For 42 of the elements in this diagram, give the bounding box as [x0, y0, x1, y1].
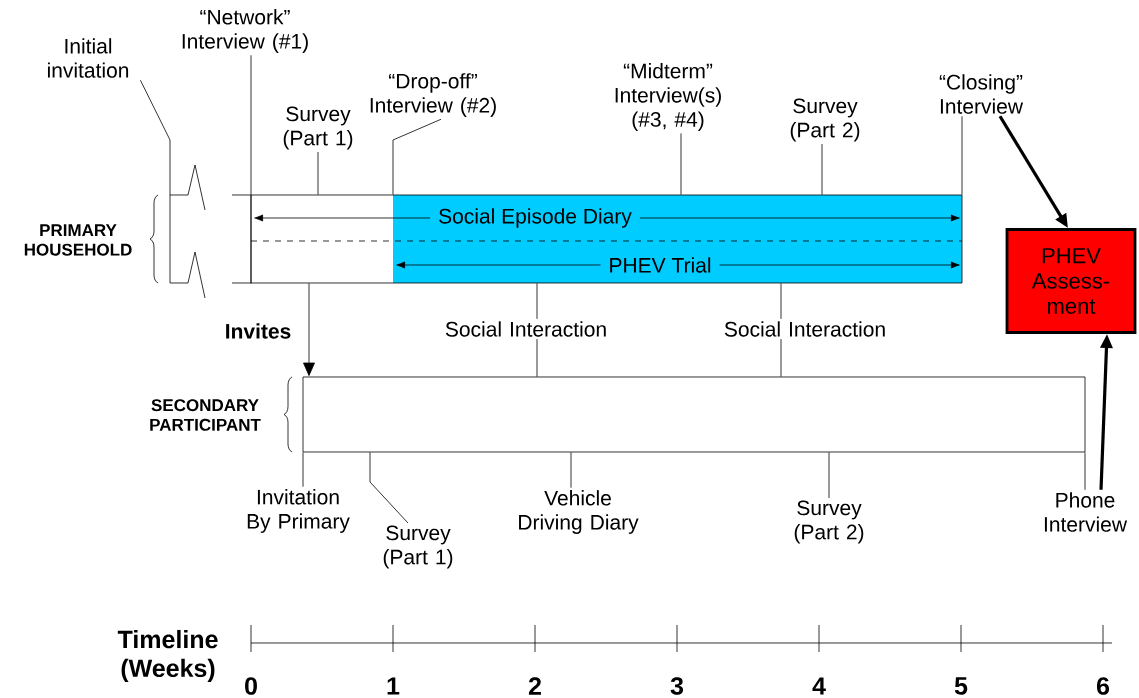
arrow [303, 283, 315, 376]
leader-line [302, 452, 304, 488]
callout-label: Social Interaction [445, 321, 606, 337]
callout-label: “Network” Interview (#1) [182, 9, 308, 53]
leader-line [536, 283, 538, 320]
leader-line [570, 452, 572, 489]
tick-label: 0 [245, 677, 257, 695]
leader-line [140, 79, 206, 299]
callout-label: “Drop-off” Interview (#2) [370, 73, 496, 117]
leader-line [392, 118, 442, 195]
tick-label: 6 [1096, 677, 1110, 695]
leader-line [536, 338, 538, 377]
leader-line [317, 151, 319, 195]
callout-label: Survey (Part 1) [383, 525, 453, 569]
group-label: PRIMARY HOUSEHOLD [24, 224, 132, 256]
callout-label: Initial invitation [48, 38, 129, 78]
tick-label: 2 [528, 677, 541, 695]
leader-line [961, 115, 963, 195]
callout-label: Survey (Part 2) [794, 500, 864, 544]
assessment-box: PHEV Assess-ment [1005, 228, 1137, 334]
tick-label: 5 [954, 677, 968, 695]
tick-label: 1 [387, 677, 400, 695]
callout-label: Vehicle Driving Diary [519, 490, 639, 534]
callout-label: Survey (Part 2) [790, 98, 860, 142]
callout-label: Phone Interview [1044, 492, 1128, 532]
axis-title: Timeline (Weeks) [117, 629, 218, 683]
leader-line [780, 338, 782, 377]
callout-label: Survey (Part 1) [283, 106, 353, 150]
tick-label: 4 [812, 677, 826, 695]
leader-line [828, 452, 830, 499]
edge-label: Invites [222, 321, 294, 341]
group-label: SECONDARY PARTICIPANT [150, 399, 261, 431]
callout-label: “Midterm” Interview(s) (#3, #4) [615, 63, 721, 131]
callout-label: Invitation By Primary [247, 489, 350, 533]
leader-line [780, 283, 782, 320]
leader-line [680, 133, 682, 195]
leader-line [1084, 452, 1086, 491]
callout-label: Social Interaction [724, 321, 885, 337]
tick-label: 3 [670, 677, 684, 695]
leader-line [369, 452, 409, 524]
callout-label: “Closing” Interview [939, 74, 1024, 114]
leader-line [821, 143, 823, 195]
